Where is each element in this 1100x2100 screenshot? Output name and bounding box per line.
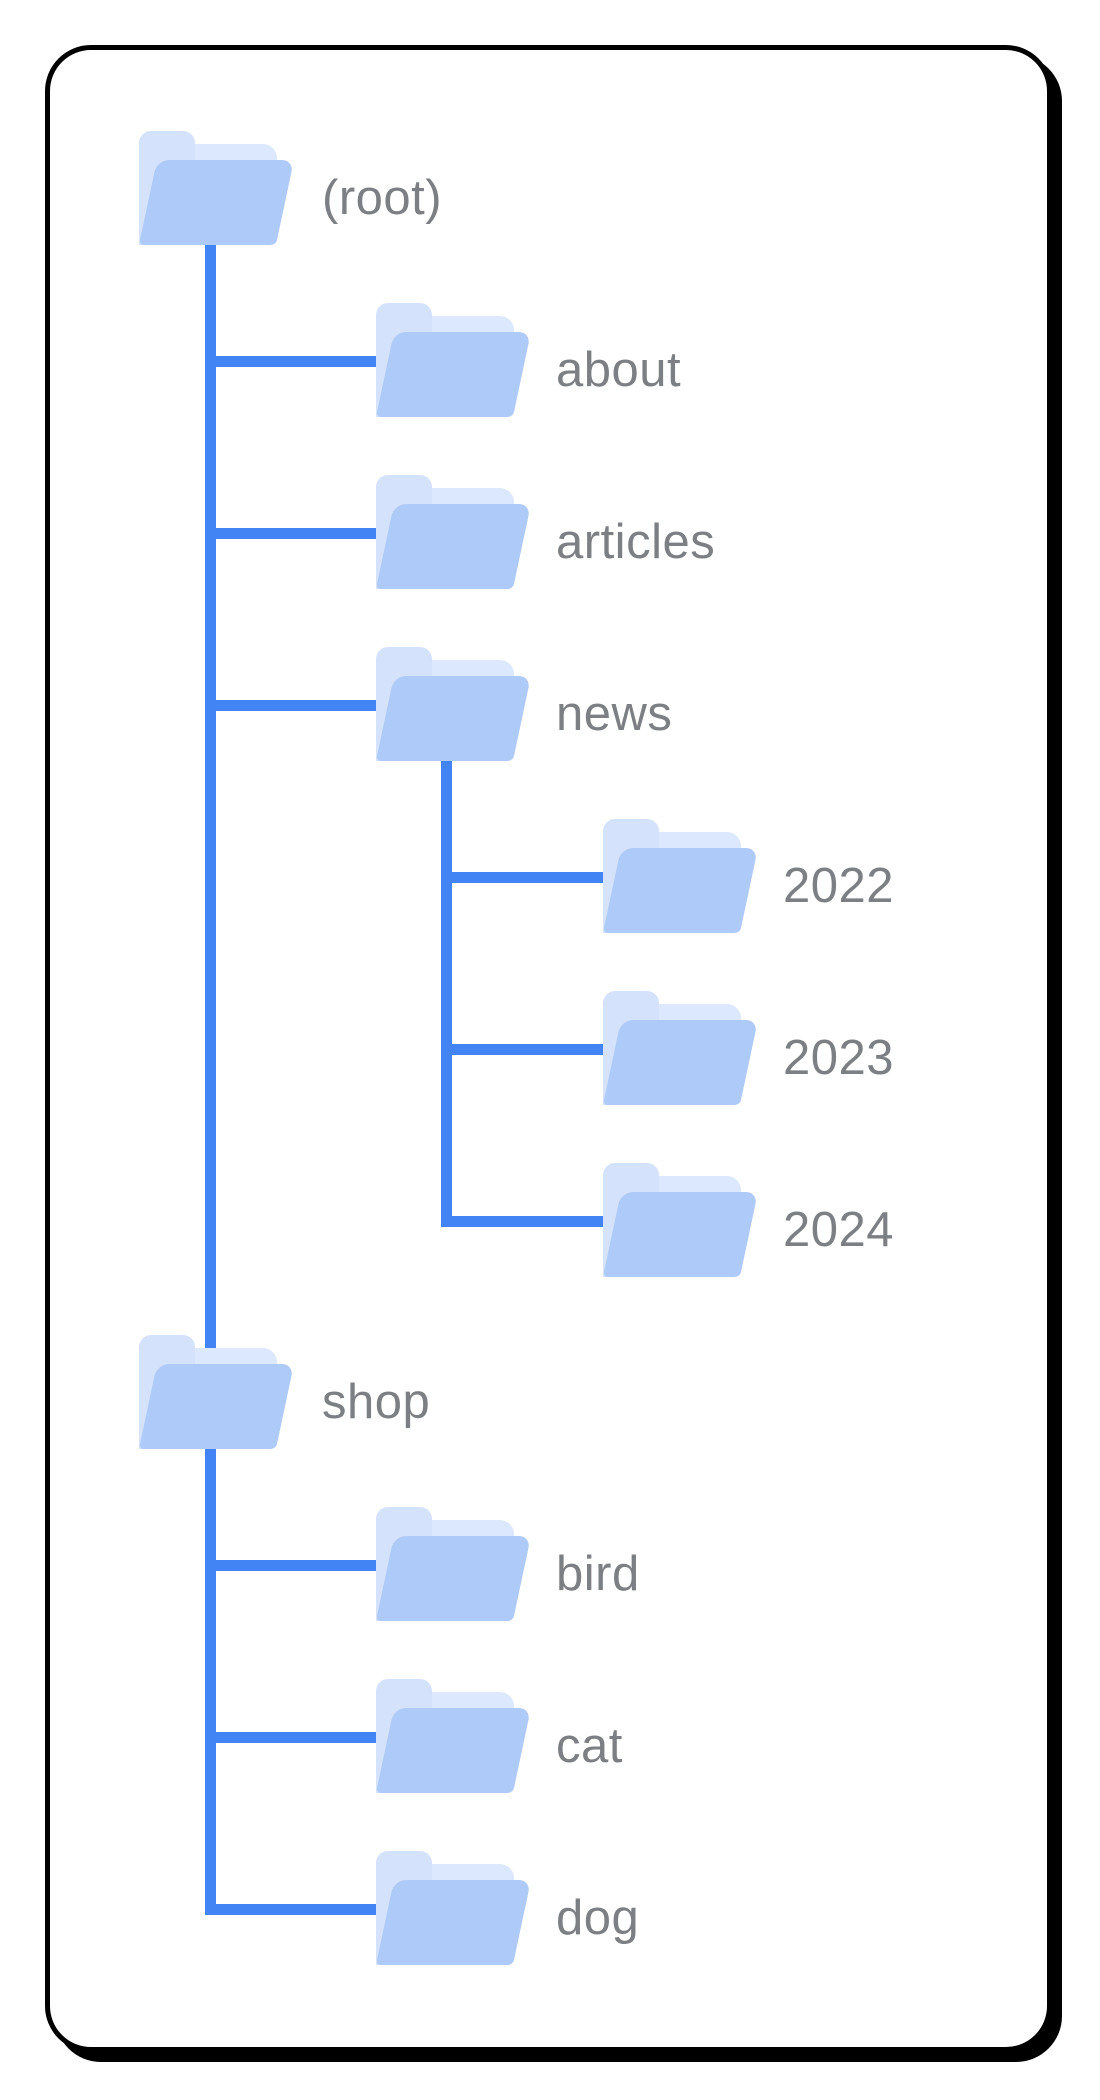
connector-branch-y2024 — [441, 1216, 611, 1227]
folder-label-dog: dog — [556, 1891, 640, 1945]
connector-branch-news — [205, 700, 384, 711]
folder-front-flap — [375, 1536, 531, 1621]
folder-label-y2023: 2023 — [783, 1031, 895, 1085]
folder-icon-y2023 — [602, 991, 758, 1105]
folder-label-bird: bird — [556, 1547, 640, 1601]
folder-icon-cat — [375, 1679, 531, 1793]
folder-front-flap — [602, 1020, 758, 1105]
folder-icon-root — [138, 131, 294, 245]
folder-label-root: (root) — [322, 171, 443, 225]
folder-icon-about — [375, 303, 531, 417]
folder-label-y2022: 2022 — [783, 859, 895, 913]
folder-icon-dog — [375, 1851, 531, 1965]
folder-front-flap — [375, 1880, 531, 1965]
folder-front-flap — [375, 504, 531, 589]
folder-icon-y2024 — [602, 1163, 758, 1277]
folder-label-cat: cat — [556, 1719, 623, 1773]
connector-trunk-news-trunk — [441, 755, 452, 1227]
folder-icon-bird — [375, 1507, 531, 1621]
folder-front-flap — [375, 676, 531, 761]
folder-label-y2024: 2024 — [783, 1203, 895, 1257]
folder-icon-shop — [138, 1335, 294, 1449]
connector-trunk-root-trunk — [205, 239, 216, 1915]
folder-label-about: about — [556, 343, 682, 397]
folder-label-articles: articles — [556, 515, 716, 569]
connector-branch-y2023 — [441, 1044, 611, 1055]
folder-label-news: news — [556, 687, 673, 741]
folder-icon-y2022 — [602, 819, 758, 933]
connector-branch-cat — [205, 1732, 384, 1743]
connector-branch-dog — [205, 1904, 384, 1915]
folder-front-flap — [138, 1364, 294, 1449]
connector-branch-articles — [205, 528, 384, 539]
folder-icon-news — [375, 647, 531, 761]
folder-front-flap — [602, 1192, 758, 1277]
folder-front-flap — [602, 848, 758, 933]
folder-front-flap — [138, 160, 294, 245]
folder-front-flap — [375, 1708, 531, 1793]
folder-icon-articles — [375, 475, 531, 589]
connector-branch-bird — [205, 1560, 384, 1571]
folder-label-shop: shop — [322, 1375, 431, 1429]
connector-branch-about — [205, 356, 384, 367]
connector-branch-y2022 — [441, 872, 611, 883]
folder-front-flap — [375, 332, 531, 417]
